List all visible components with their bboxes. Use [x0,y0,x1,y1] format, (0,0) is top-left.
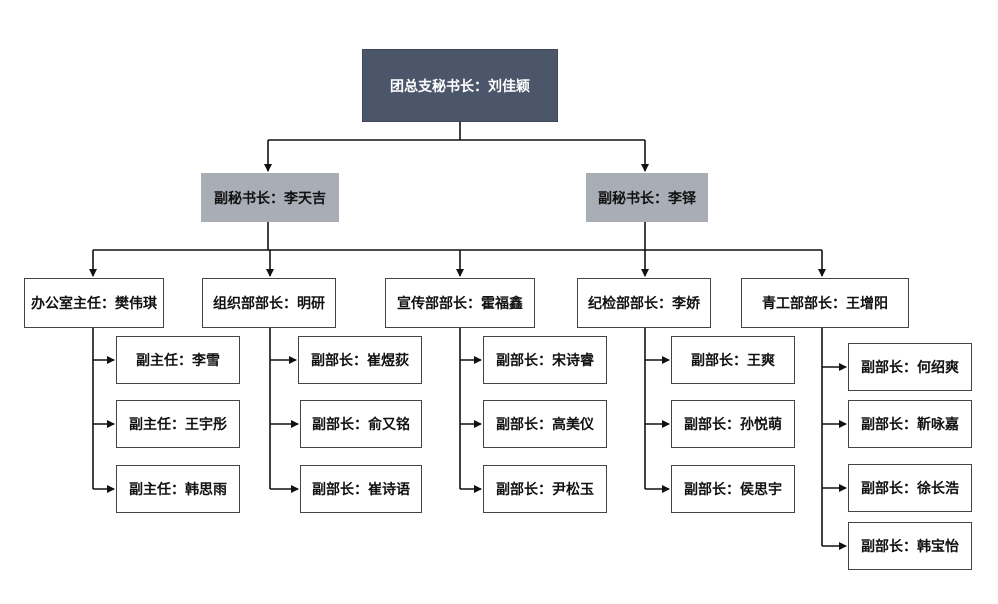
member-node: 副部长：靳咏嘉 [848,400,972,448]
vice-node-1: 副秘书长：李天吉 [201,173,339,222]
member-node: 副主任：王宇彤 [116,400,240,448]
member-node: 副部长：宋诗睿 [483,336,607,384]
dept-head-publicity: 宣传部部长：霍福鑫 [385,278,535,328]
member-node: 副部长：俞又铭 [300,400,422,448]
member-node: 副部长：崔煜荻 [298,336,422,384]
member-node: 副部长：孙悦萌 [671,400,795,448]
member-node: 副部长：何绍爽 [848,343,972,391]
member-node: 副部长：王爽 [671,336,795,384]
root-node-secretary: 团总支秘书长：刘佳颖 [362,49,558,122]
vice-node-2: 副秘书长：李铎 [586,173,708,222]
member-node: 副部长：韩宝怡 [848,522,972,570]
dept-head-youth-work: 青工部部长：王增阳 [741,278,909,328]
member-node: 副部长：崔诗语 [300,465,422,513]
member-node: 副主任：李雪 [116,336,240,384]
member-node: 副部长：高美仪 [483,400,607,448]
member-node: 副部长：尹松玉 [483,465,607,513]
dept-head-discipline: 纪检部部长：李娇 [577,278,711,328]
member-node: 副部长：徐长浩 [848,464,972,512]
member-node: 副主任：韩思雨 [116,465,240,513]
member-node: 副部长：侯思宇 [671,465,795,513]
dept-head-office: 办公室主任：樊伟琪 [24,278,164,328]
dept-head-organization: 组织部部长：明研 [202,278,336,328]
